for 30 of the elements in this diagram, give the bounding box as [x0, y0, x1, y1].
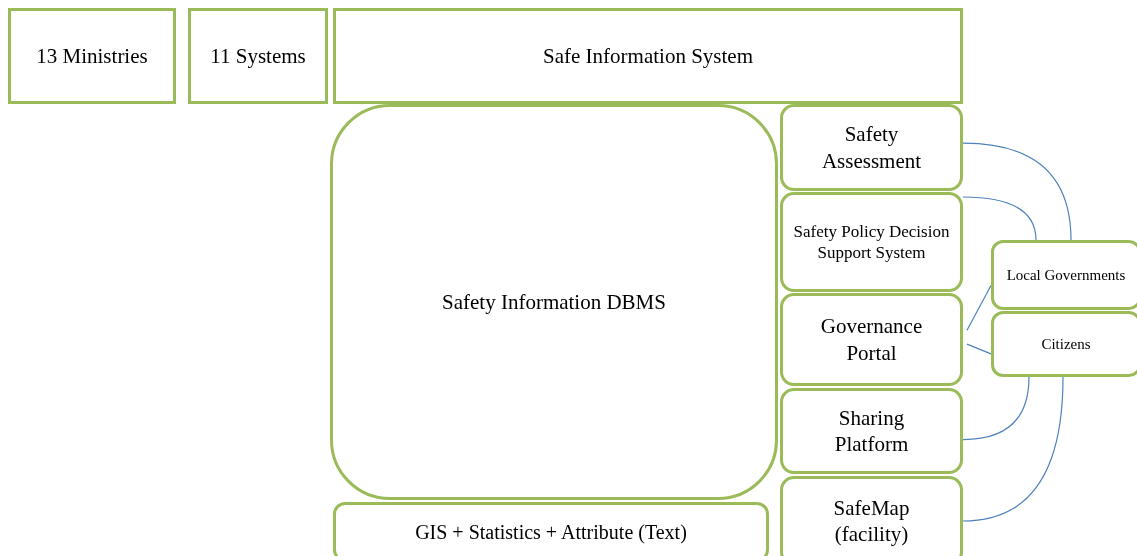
box-label: 13 Ministries [35, 42, 149, 70]
box-label: Safe Information System [542, 42, 754, 70]
process-box [333, 502, 769, 556]
box-label: Safety Assessment [820, 121, 923, 174]
process-box [330, 104, 778, 500]
box-label: SafeMap (facility) [832, 494, 911, 548]
process-box [780, 293, 963, 386]
box-label: Local Governments [1005, 265, 1127, 285]
connector-line [962, 376, 1030, 441]
box-label: Safety Policy Decision Support System [792, 220, 951, 264]
process-box [8, 8, 176, 104]
process-box [991, 311, 1137, 377]
box-label: Citizens [1040, 334, 1092, 354]
connector-line [966, 343, 992, 355]
box-label: GIS + Statistics + Attribute (Text) [414, 519, 688, 545]
process-box [991, 240, 1137, 310]
process-box [780, 192, 963, 292]
box-label: 11 Systems [209, 42, 307, 70]
process-box [780, 104, 963, 191]
box-label: Safety Information DBMS [441, 288, 667, 316]
connector-line [962, 142, 1072, 241]
process-box [780, 476, 963, 556]
process-box [780, 388, 963, 474]
process-box [333, 8, 963, 104]
process-box [188, 8, 328, 104]
connector-line [962, 376, 1064, 522]
connector-line [962, 196, 1037, 241]
connector-line [966, 284, 992, 331]
box-label: Sharing Platform [833, 404, 910, 458]
box-label: Governance Portal [819, 313, 924, 366]
